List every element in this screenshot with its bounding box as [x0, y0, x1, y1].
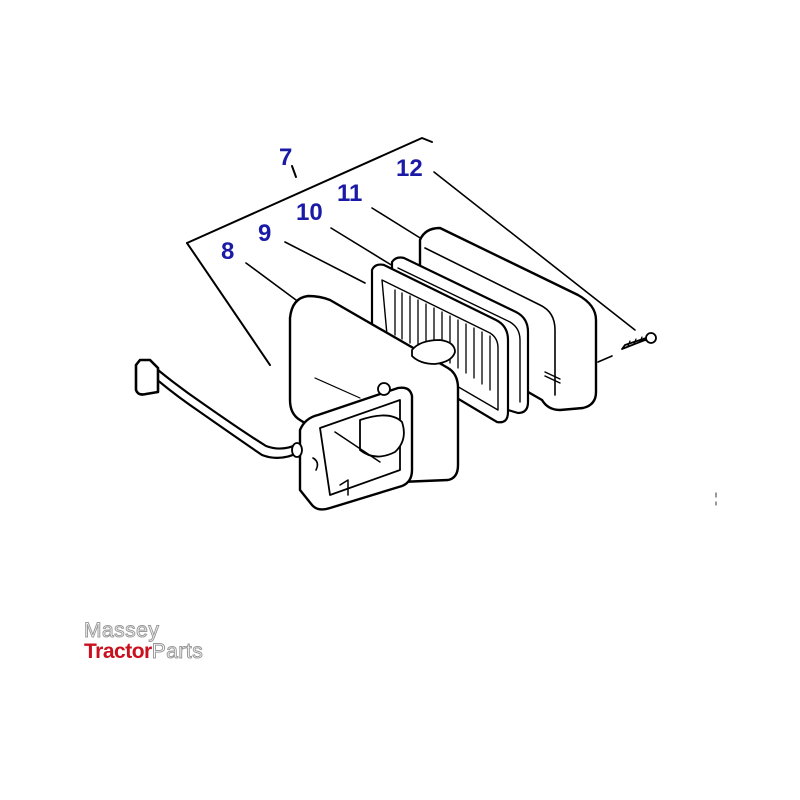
callout-11: 11 — [337, 180, 363, 207]
logo-parts: Parts — [151, 640, 204, 663]
callout-12: 12 — [396, 155, 423, 182]
leader-lines — [245, 171, 636, 363]
callout-10: 10 — [296, 199, 323, 226]
mount-bracket — [298, 382, 414, 511]
callout-7: 7 — [279, 144, 293, 171]
logo-line-tractorparts: TractorParts — [84, 640, 204, 663]
callout-bracket-7 — [186, 137, 433, 366]
logo-tractor: Tractor — [84, 640, 152, 663]
part-12-screw — [621, 332, 657, 350]
logo-line-massey: Massey — [83, 619, 160, 642]
massey-tractor-parts-logo: Massey TractorParts — [83, 619, 204, 664]
callout-8: 8 — [221, 238, 235, 265]
cable-with-plug — [134, 358, 303, 459]
callout-9: 9 — [258, 220, 272, 247]
